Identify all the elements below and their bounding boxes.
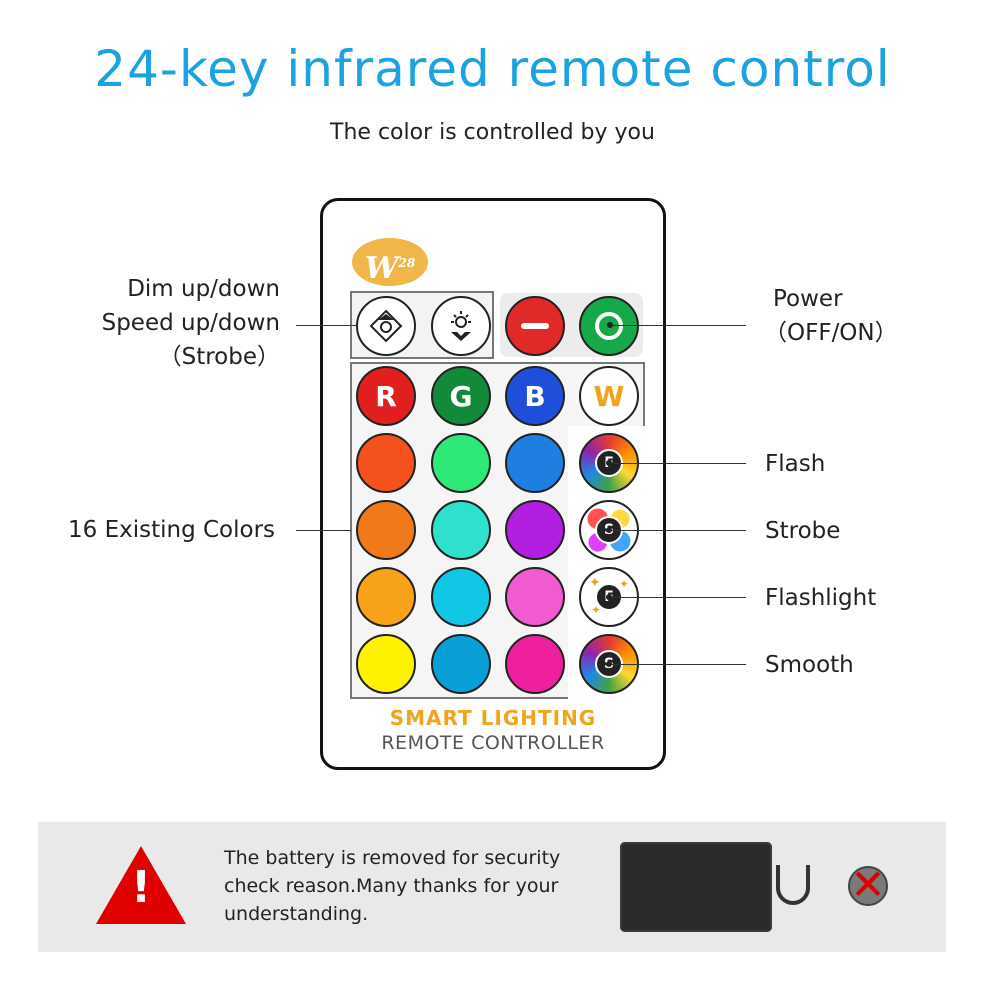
battery-notice-text: The battery is removed for security chec… — [224, 847, 561, 925]
flash-leader-line — [609, 463, 746, 464]
red-button[interactable]: R — [356, 366, 416, 426]
brand-logo: W28 — [352, 238, 428, 286]
remote-footer-line1: SMART LIGHTING — [389, 706, 597, 730]
color-button[interactable] — [505, 433, 565, 493]
remote-footer-line2: REMOTE CONTROLLER — [381, 732, 605, 754]
power-leader-line — [610, 325, 746, 326]
strobe-leader-line — [609, 530, 746, 531]
dim-up-button[interactable] — [356, 296, 416, 356]
green-button[interactable]: G — [431, 366, 491, 426]
color-button[interactable] — [356, 634, 416, 694]
color-button[interactable] — [356, 567, 416, 627]
off-icon — [521, 323, 549, 329]
power-leader-dot — [607, 322, 613, 328]
flashlight-leader-line — [609, 597, 746, 598]
dim-leader-line — [296, 325, 358, 326]
flash-label: Flash — [765, 451, 826, 477]
color-button[interactable] — [356, 433, 416, 493]
color-button[interactable] — [431, 500, 491, 560]
flashlight-leader-dot — [606, 594, 612, 600]
color-button[interactable] — [431, 634, 491, 694]
color-button[interactable] — [431, 567, 491, 627]
on-icon — [595, 312, 623, 340]
brightness-down-icon — [451, 311, 471, 341]
color-button[interactable] — [356, 500, 416, 560]
smooth-label: Smooth — [765, 652, 854, 678]
coin-battery-image — [848, 866, 888, 906]
cross-icon: ✕ — [850, 860, 886, 909]
page-title: 24-key infrared remote control — [94, 40, 891, 98]
exclamation-icon: ! — [130, 862, 152, 913]
power-label: Power （OFF/ON） — [764, 286, 898, 346]
brightness-up-icon — [369, 309, 403, 343]
dim-label: Dim up/down Speed up/down （Strobe） — [101, 276, 280, 370]
sparkle-icon: ✦ — [591, 603, 602, 617]
strobe-label: Strobe — [765, 518, 841, 544]
existing-colors-label: 16 Existing Colors — [68, 517, 276, 543]
smooth-leader-dot — [606, 661, 612, 667]
flashlight-label: Flashlight — [765, 585, 877, 611]
page-subtitle: The color is controlled by you — [330, 120, 655, 145]
blue-button[interactable]: B — [505, 366, 565, 426]
smooth-leader-line — [609, 664, 746, 665]
battery-compartment-image — [620, 842, 772, 932]
dim-down-button[interactable] — [431, 296, 491, 356]
warning-icon — [96, 846, 186, 924]
existing-leader-line — [296, 530, 351, 531]
battery-clip-image — [776, 865, 810, 905]
color-button[interactable] — [505, 634, 565, 694]
flash-leader-dot — [606, 460, 612, 466]
strobe-leader-dot — [606, 527, 612, 533]
color-button[interactable] — [431, 433, 491, 493]
white-button[interactable]: W — [579, 366, 639, 426]
sparkle-icon: ✦ — [618, 577, 629, 591]
off-button[interactable] — [505, 296, 565, 356]
sparkle-icon: ✦ — [589, 575, 601, 591]
color-button[interactable] — [505, 500, 565, 560]
color-button[interactable] — [505, 567, 565, 627]
